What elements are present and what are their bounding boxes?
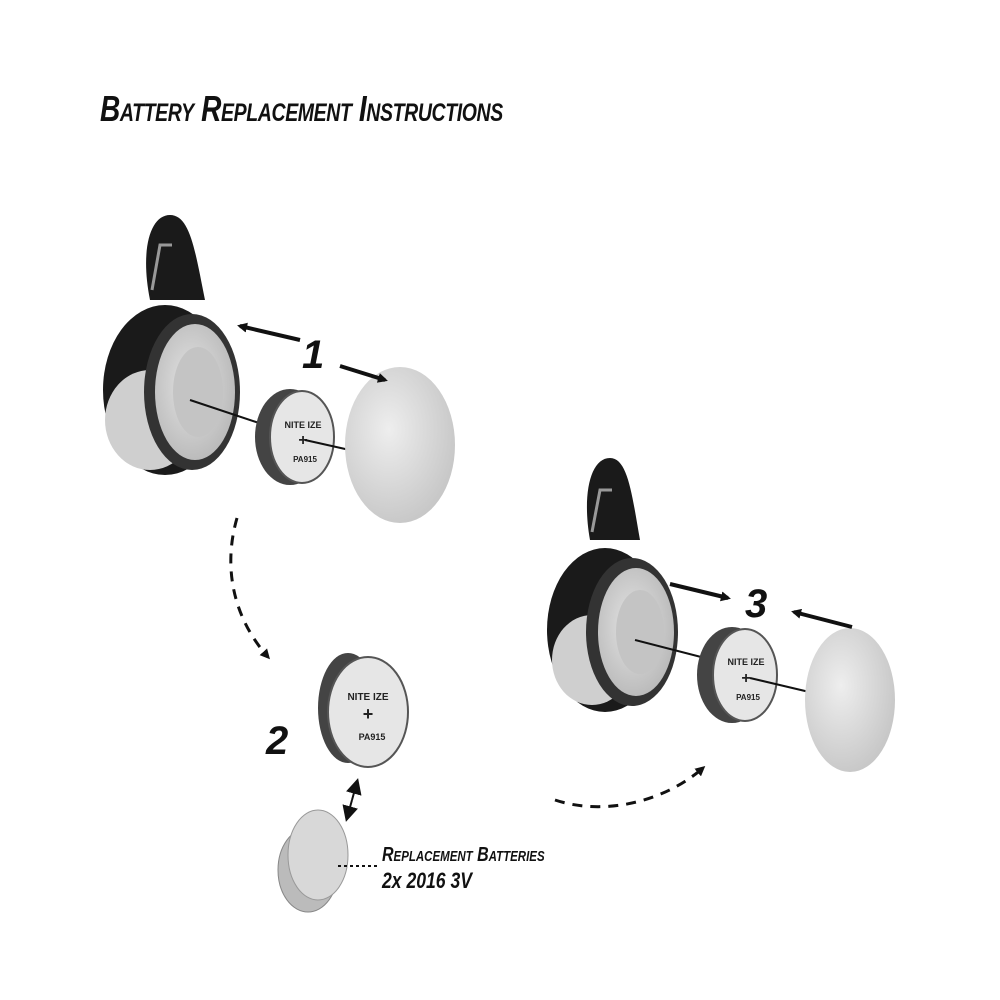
arrow-left-icon (791, 608, 853, 629)
arrow-right-icon (669, 582, 731, 602)
module-brand: NITE IZE (727, 657, 764, 667)
module-polarity: + (741, 670, 750, 687)
dashed-arrow-2-to-3 (554, 766, 706, 809)
replacement-batteries-label: Replacement Batteries (382, 843, 545, 865)
module-brand: NITE IZE (347, 692, 388, 703)
light-pendant-step1 (103, 215, 240, 475)
step-2-label: 2 (265, 719, 288, 763)
coin-batteries (277, 809, 349, 913)
arrow-left-icon (237, 322, 301, 342)
dashed-arrow-1-to-2 (229, 517, 270, 660)
carabiner-clip-icon (586, 458, 640, 540)
module-code: PA915 (293, 455, 317, 464)
led-module-step3: NITE IZE + PA915 (697, 627, 778, 723)
lens-cap-step3 (805, 628, 895, 772)
carabiner-clip-icon (146, 215, 205, 300)
light-pendant-step3 (547, 458, 678, 712)
battery-spec-label: 2x 2016 3V (381, 869, 473, 893)
step-3-label: 3 (745, 582, 767, 626)
module-polarity: + (363, 704, 374, 724)
arrow-right-icon (339, 364, 388, 383)
module-code: PA915 (359, 732, 386, 742)
led-module-step1: NITE IZE + PA915 (255, 389, 335, 485)
led-module-step2: NITE IZE + PA915 (318, 653, 409, 768)
module-code: PA915 (736, 693, 760, 702)
module-brand: NITE IZE (284, 420, 321, 430)
module-polarity: + (298, 432, 307, 449)
step-1-label: 1 (302, 333, 324, 377)
swap-arrow-icon (346, 778, 362, 801)
page-title: Battery Replacement Instructions (100, 88, 503, 129)
lens-cap-step1 (345, 367, 455, 523)
